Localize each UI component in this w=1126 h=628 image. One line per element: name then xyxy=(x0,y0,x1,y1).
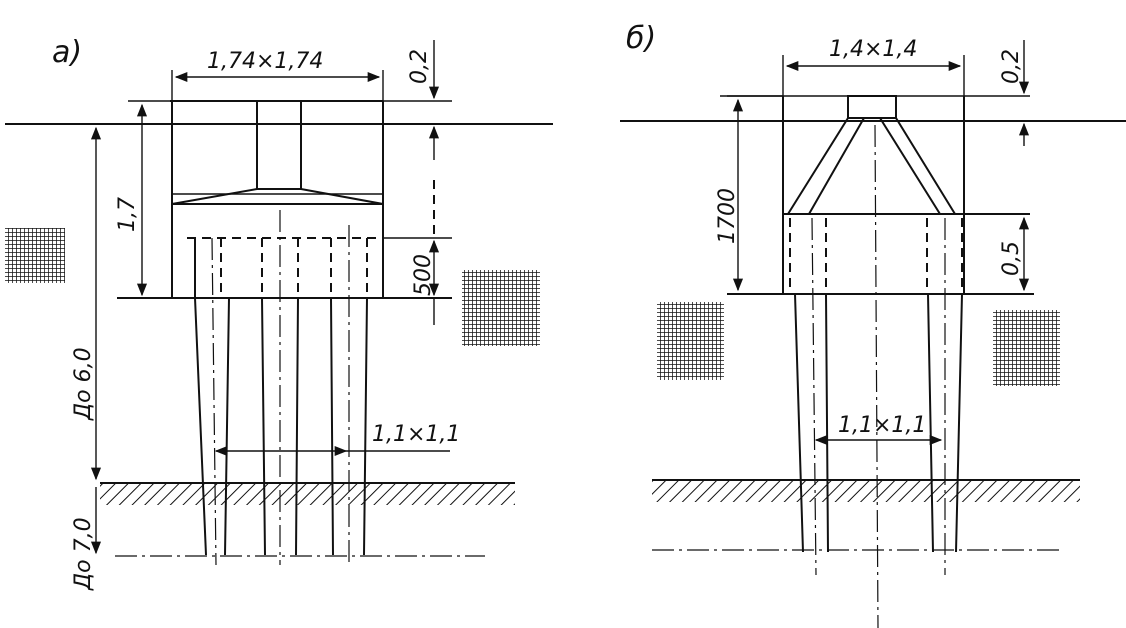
dim-top-ext xyxy=(171,70,384,101)
pile-left xyxy=(794,293,829,553)
soil-hatch-b xyxy=(652,480,1080,502)
column xyxy=(256,101,302,189)
figure-a: а) 1,74×1,74 xyxy=(5,35,553,591)
pile-right-top xyxy=(926,218,963,294)
dim-top-ext-b xyxy=(782,55,965,96)
figure-b: б) 1,4×1,4 0,2 xyxy=(620,21,1126,628)
strut-left xyxy=(787,117,865,215)
slab-bevel xyxy=(171,188,384,205)
strut-right xyxy=(879,117,956,215)
dim-spacing-text: 1,1×1,1 xyxy=(372,422,460,447)
pile-3 xyxy=(330,297,368,556)
pile-2 xyxy=(261,297,299,556)
soil-mesh-right-b xyxy=(993,310,1060,386)
foundation-outline-b xyxy=(782,96,965,294)
dim-grill-text: 500 xyxy=(411,254,436,296)
dim-grill-text-b: 0,5 xyxy=(999,241,1024,276)
dim-cap-ext xyxy=(383,100,452,125)
pile-centerlines-b xyxy=(811,124,946,628)
figure-b-label: б) xyxy=(626,21,656,56)
pile-1-top xyxy=(194,238,222,298)
pile-left-top xyxy=(789,218,827,294)
dim-bottom-text: До 7,0 xyxy=(71,517,96,591)
pile-right xyxy=(927,293,963,553)
pile-2-top xyxy=(261,238,299,298)
dim-depth-text: До 6,0 xyxy=(71,347,96,421)
dim-top-size-b: 1,4×1,4 xyxy=(829,37,917,62)
dim-h-text: 1,7 xyxy=(115,197,140,232)
foundation-outline xyxy=(171,101,384,298)
soil-mesh-left xyxy=(5,228,65,283)
dim-top-size: 1,74×1,74 xyxy=(207,49,323,74)
dim-cap-text-b: 0,2 xyxy=(999,49,1024,84)
dim-h-text-b: 1700 xyxy=(715,188,740,244)
dim-cap-text: 0,2 xyxy=(407,49,432,84)
cap-b xyxy=(847,95,897,119)
soil-mesh-left-b xyxy=(657,302,724,380)
figure-a-label: а) xyxy=(52,35,82,70)
dim-spacing-text-b: 1,1×1,1 xyxy=(838,413,926,438)
pile-3-top xyxy=(330,238,368,298)
soil-hatch xyxy=(100,483,515,505)
soil-mesh-right xyxy=(462,270,540,346)
pile-centerlines xyxy=(211,210,350,566)
